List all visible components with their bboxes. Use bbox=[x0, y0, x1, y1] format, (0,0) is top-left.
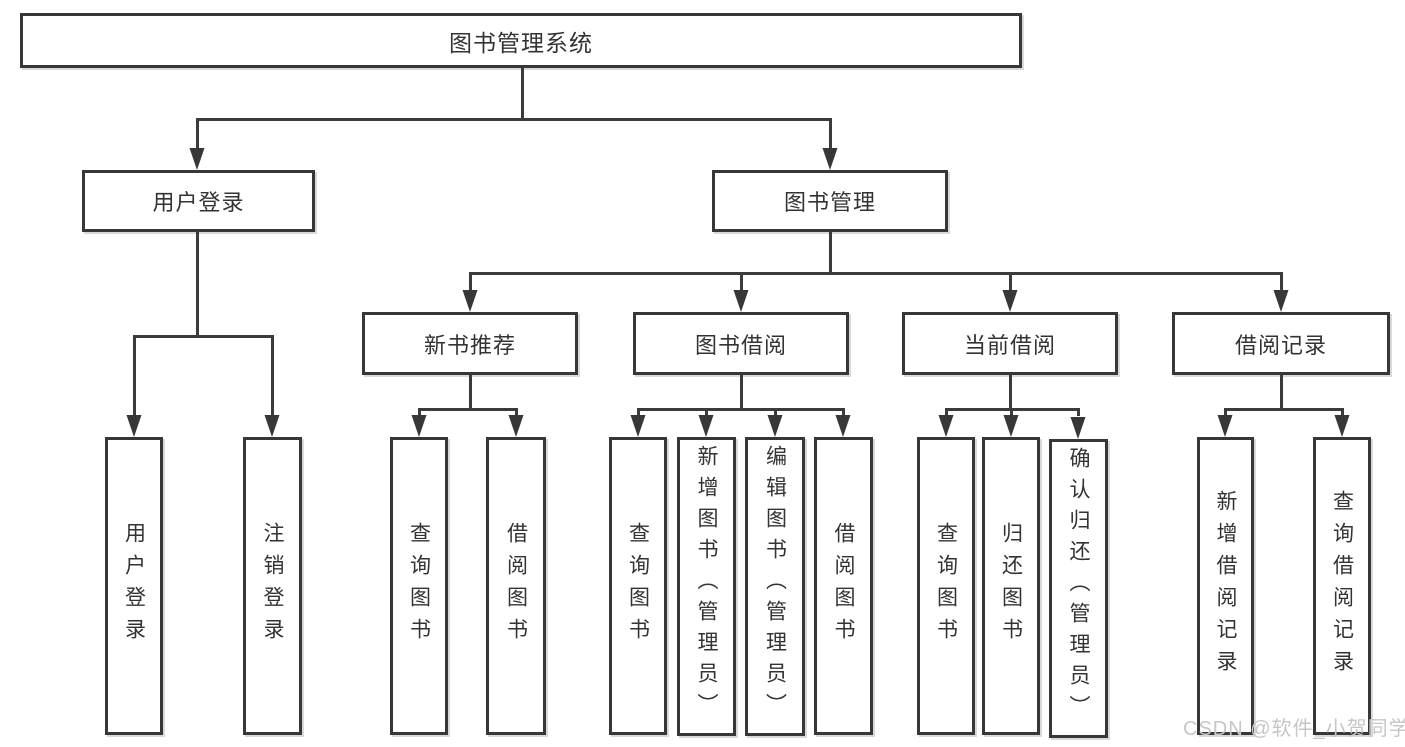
connector-line bbox=[418, 408, 421, 416]
leaf-add-books-admin: 新增图书（管理员） bbox=[677, 437, 736, 736]
connector-line bbox=[1341, 408, 1344, 416]
arrow-down-icon bbox=[1070, 417, 1086, 439]
node-label: 用户登录 bbox=[152, 190, 245, 215]
node-label: 当前借阅 bbox=[963, 332, 1056, 358]
node-label: 图书借阅 bbox=[694, 332, 787, 358]
node-borrow-records: 借阅记录 bbox=[1172, 312, 1390, 375]
connector-line bbox=[774, 408, 777, 416]
leaf-query-borrow-record: 查询借阅记录 bbox=[1313, 437, 1371, 735]
arrow-down-icon bbox=[126, 415, 142, 437]
leaf-label: 用户登录 bbox=[122, 522, 146, 650]
connector-line bbox=[418, 408, 518, 411]
node-new-book-recommend: 新书推荐 bbox=[362, 312, 578, 375]
leaf-label: 注销登录 bbox=[261, 522, 284, 650]
connector-line bbox=[1009, 272, 1012, 290]
leaf-query-books-recommend: 查询图书 bbox=[390, 437, 448, 735]
connector-line bbox=[1009, 375, 1012, 408]
arrow-down-icon bbox=[1003, 415, 1019, 437]
arrow-down-icon bbox=[462, 290, 478, 312]
arrow-down-icon bbox=[264, 415, 280, 437]
connector-line bbox=[637, 408, 640, 416]
connector-line bbox=[196, 118, 832, 121]
leaf-label: 新增借阅记录 bbox=[1214, 490, 1237, 682]
arrow-down-icon bbox=[733, 290, 749, 312]
connector-line bbox=[271, 335, 274, 417]
leaf-borrow-books-recommend: 借阅图书 bbox=[486, 437, 546, 735]
arrow-down-icon bbox=[822, 148, 838, 170]
connector-line bbox=[1224, 408, 1344, 411]
arrow-down-icon bbox=[698, 415, 714, 437]
leaf-return-books: 归还图书 bbox=[982, 437, 1040, 735]
node-library-system: 图书管理系统 bbox=[20, 13, 1022, 68]
leaf-confirm-return-admin: 确认归还（管理员） bbox=[1049, 439, 1108, 738]
leaf-query-books-borrow: 查询图书 bbox=[609, 437, 667, 735]
connector-line bbox=[515, 408, 518, 416]
leaf-label: 借阅图书 bbox=[504, 522, 528, 650]
connector-line bbox=[829, 232, 832, 272]
connector-line bbox=[133, 335, 136, 417]
connector-line bbox=[1280, 272, 1283, 290]
arrow-down-icon bbox=[938, 415, 954, 437]
arrow-down-icon bbox=[1002, 290, 1018, 312]
node-book-borrow: 图书借阅 bbox=[633, 312, 849, 375]
node-label: 图书管理系统 bbox=[449, 29, 593, 56]
leaf-label: 归还图书 bbox=[999, 522, 1023, 650]
leaf-label: 确认归还（管理员） bbox=[1067, 447, 1090, 726]
connector-line bbox=[469, 375, 472, 408]
connector-line bbox=[469, 272, 472, 290]
arrow-down-icon bbox=[767, 415, 783, 437]
node-label: 图书管理 bbox=[783, 190, 876, 215]
connector-line bbox=[1077, 408, 1080, 416]
leaf-borrow-books: 借阅图书 bbox=[814, 437, 873, 735]
arrow-down-icon bbox=[508, 415, 524, 437]
node-label: 新书推荐 bbox=[423, 332, 516, 358]
leaf-label: 新增图书（管理员） bbox=[695, 445, 718, 724]
connector-line bbox=[1224, 408, 1227, 416]
csdn-watermark: CSDN @软件_小贺同学 bbox=[1183, 718, 1405, 740]
connector-line bbox=[740, 272, 743, 290]
leaf-label: 查询图书 bbox=[626, 522, 650, 650]
connector-line bbox=[637, 408, 845, 411]
leaf-add-borrow-record: 新增借阅记录 bbox=[1197, 437, 1254, 735]
arrow-down-icon bbox=[835, 415, 851, 437]
connector-line bbox=[521, 68, 524, 120]
connector-line bbox=[829, 118, 832, 150]
node-user-login: 用户登录 bbox=[82, 170, 315, 232]
leaf-label: 查询图书 bbox=[407, 522, 431, 650]
leaf-query-books-current: 查询图书 bbox=[917, 437, 975, 735]
connector-line bbox=[1280, 375, 1283, 408]
leaf-user-login: 用户登录 bbox=[105, 437, 163, 735]
arrow-down-icon bbox=[411, 415, 427, 437]
leaf-logout: 注销登录 bbox=[243, 437, 302, 735]
connector-line bbox=[740, 375, 743, 408]
node-label: 借阅记录 bbox=[1234, 332, 1327, 358]
connector-line bbox=[1010, 408, 1013, 416]
connector-line bbox=[842, 408, 845, 416]
leaf-edit-books-admin: 编辑图书（管理员） bbox=[745, 437, 805, 736]
leaf-label: 编辑图书（管理员） bbox=[763, 445, 787, 724]
arrow-down-icon bbox=[1334, 415, 1350, 437]
arrow-down-icon bbox=[189, 148, 205, 170]
leaf-label: 借阅图书 bbox=[832, 522, 855, 650]
connector-line bbox=[196, 118, 199, 150]
connector-line bbox=[196, 232, 199, 335]
connector-line bbox=[469, 272, 1283, 275]
connector-line bbox=[705, 408, 708, 416]
connector-line bbox=[945, 408, 948, 416]
arrow-down-icon bbox=[1273, 290, 1289, 312]
arrow-down-icon bbox=[630, 415, 646, 437]
leaf-label: 查询借阅记录 bbox=[1330, 490, 1354, 682]
node-current-borrow: 当前借阅 bbox=[902, 312, 1118, 375]
node-book-management: 图书管理 bbox=[712, 170, 948, 232]
connector-line bbox=[133, 335, 274, 338]
arrow-down-icon bbox=[1217, 415, 1233, 437]
leaf-label: 查询图书 bbox=[934, 522, 958, 650]
